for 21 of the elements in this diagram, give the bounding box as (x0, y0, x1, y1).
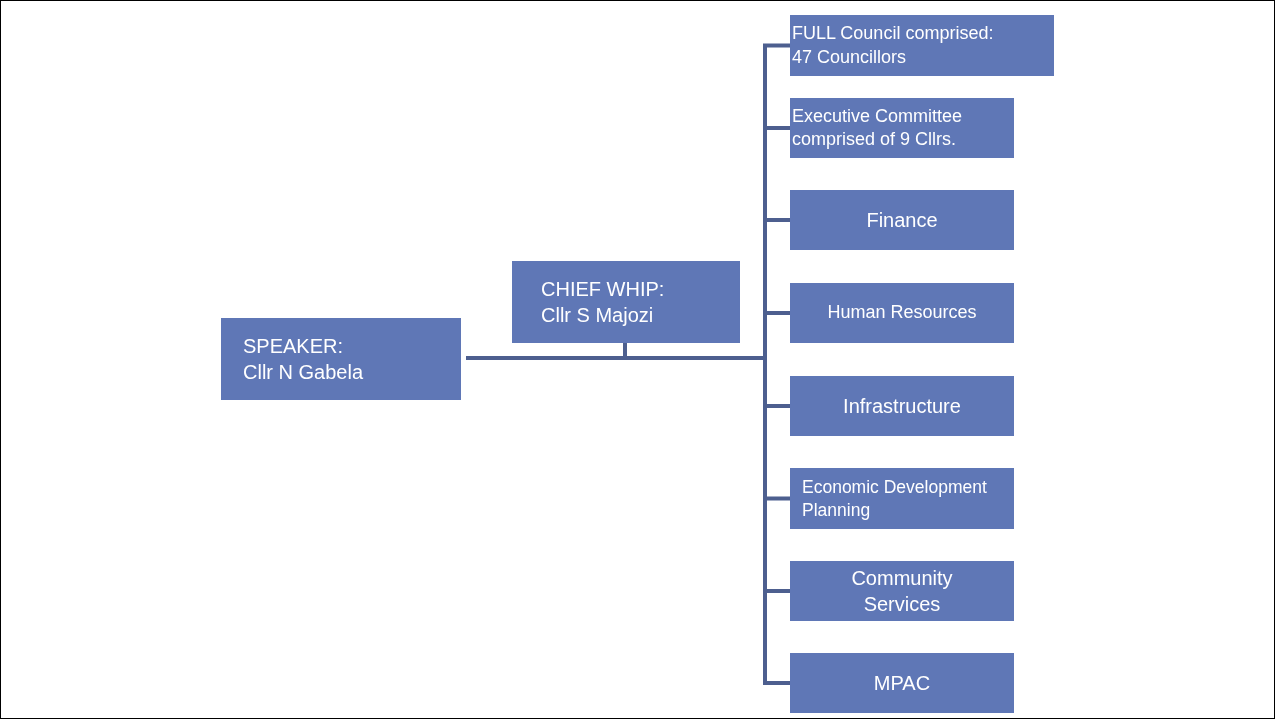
org-box (790, 468, 1014, 529)
org-box (790, 376, 1014, 436)
org-box (221, 318, 461, 400)
connector-line (466, 356, 790, 685)
org-box (790, 561, 1014, 621)
box-label: SPEAKER: Cllr N Gabela (243, 334, 365, 385)
box-label: Infrastructure (842, 394, 962, 419)
org-box (790, 653, 1014, 713)
box-label: Economic Development Planning (802, 475, 988, 522)
org-box (790, 15, 1054, 76)
org-box (790, 283, 1014, 343)
box-label: MPAC (872, 671, 932, 696)
box-label: FULL Council comprised: 47 Councillors (792, 22, 995, 69)
box-label: Community Services (850, 566, 954, 617)
org-box (790, 98, 1014, 158)
box-label: Human Resources (826, 301, 978, 325)
box-label: CHIEF WHIP: Cllr S Majozi (541, 277, 666, 328)
box-label: Executive Committee comprised of 9 Cllrs. (792, 104, 964, 151)
org-box (512, 261, 740, 343)
box-label: Finance (865, 208, 939, 233)
org-box (790, 190, 1014, 250)
